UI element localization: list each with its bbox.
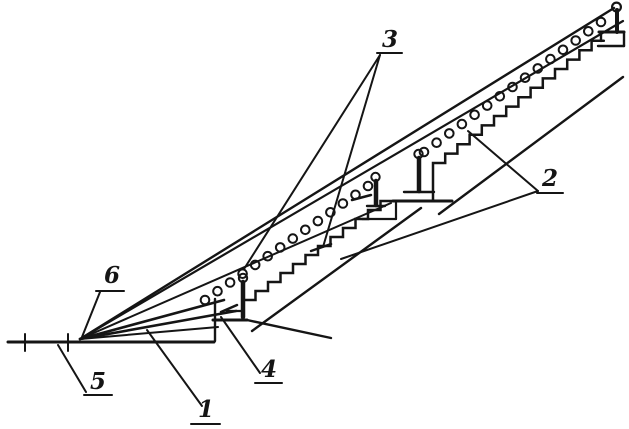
callout-label-4: 4	[260, 356, 277, 383]
upper-roller-chain	[418, 16, 607, 158]
stanchion-post-bottom	[237, 272, 249, 320]
ground-line	[6, 333, 216, 352]
stanchion-post-top	[610, 1, 622, 34]
vanishing-point-rays	[78, 6, 625, 341]
handrail-line-bottom	[78, 19, 625, 341]
leader-6	[81, 291, 101, 338]
brace-dash-landing	[350, 193, 373, 202]
leader-4	[220, 316, 261, 374]
landing	[350, 190, 454, 221]
stanchion-post-middle-left	[365, 171, 387, 208]
post-ball-icon	[370, 171, 381, 183]
stanchion-posts	[237, 1, 622, 320]
leader-5	[57, 344, 87, 393]
callout-leaders	[57, 52, 564, 425]
upper-flight-steps	[431, 39, 606, 203]
leader-3a	[243, 54, 381, 270]
lower-roller-chain	[199, 180, 374, 306]
lower-flight-stringer	[250, 206, 423, 333]
leader-2a	[467, 130, 539, 192]
leader-1	[146, 329, 203, 407]
ray-to-landing	[79, 202, 392, 340]
upper-flight-stringer	[437, 75, 625, 216]
ray-pair-lower	[78, 309, 238, 341]
brace-dash-bottom	[219, 303, 239, 314]
callout-label-6: 6	[103, 262, 120, 289]
leader-3b	[322, 54, 381, 248]
post-ball-icon	[237, 272, 249, 284]
lower-platform	[211, 297, 333, 343]
post-ball-icon	[413, 148, 424, 160]
platform-edge-perspective	[245, 318, 333, 340]
ray-pair-upper	[78, 298, 226, 341]
callout-label-5: 5	[89, 368, 106, 395]
callout-label-3: 3	[381, 26, 398, 53]
callout-label-1: 1	[197, 396, 214, 423]
stanchion-post-middle-right	[413, 148, 424, 194]
handrail-line-top	[78, 6, 616, 341]
callout-label-2: 2	[541, 165, 558, 192]
brace-dash-mid	[309, 242, 333, 253]
leader-2b	[340, 190, 539, 260]
top-platform	[596, 30, 626, 48]
upper-flight	[418, 16, 625, 216]
post-ball-icon	[610, 1, 622, 13]
